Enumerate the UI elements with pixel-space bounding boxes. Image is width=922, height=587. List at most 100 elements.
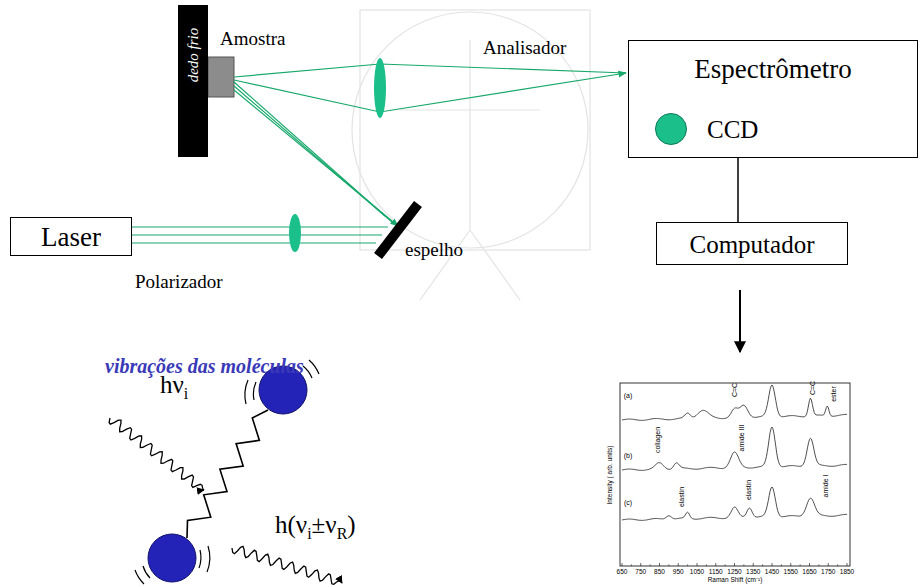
curve-label: (b)	[624, 452, 633, 459]
computer-label: Computador	[690, 232, 815, 257]
vibration-arc	[303, 366, 312, 378]
ccd-symbol	[655, 113, 687, 145]
axis-title: Raman Shift (cm⁻¹)	[708, 577, 763, 584]
tick	[631, 565, 632, 567]
tick	[687, 565, 688, 567]
tick	[753, 563, 754, 566]
spectrum-curve	[622, 487, 847, 520]
polarizer-label: Polarizador	[135, 272, 223, 291]
tick-label: 950	[673, 569, 684, 576]
beam	[234, 73, 626, 112]
tick-label: 1550	[784, 569, 798, 576]
tick-label: 1250	[727, 569, 741, 576]
tick	[743, 565, 744, 567]
symbol-text: h(ν	[275, 511, 307, 538]
chart-frame	[620, 383, 850, 566]
curve-label: (c)	[624, 499, 632, 506]
tick	[640, 563, 641, 566]
atom	[148, 534, 196, 582]
photon-energy-label: hνi	[160, 372, 188, 402]
tick	[809, 563, 810, 566]
tick	[715, 563, 716, 566]
analyzer-label: Analisador	[483, 38, 566, 57]
peak-label: C=C	[731, 383, 738, 397]
tick-label: 1650	[802, 569, 816, 576]
connector	[737, 158, 739, 222]
vibration-arc	[143, 566, 150, 578]
vibration-arc	[245, 380, 248, 404]
peak-label: amide I	[822, 475, 829, 498]
vibration-arc	[199, 550, 201, 568]
watermark	[352, 10, 590, 300]
molecule	[109, 360, 342, 584]
tick	[725, 565, 726, 567]
mirror-label: espelho	[405, 240, 463, 259]
tick	[706, 565, 707, 567]
vibration-arc	[135, 570, 144, 584]
tick	[837, 565, 838, 567]
peak-label: collagen	[654, 427, 661, 453]
cold-finger-label: dedo frio	[186, 28, 201, 83]
photon-energy-label: h(νi±νR)	[275, 512, 356, 542]
tick-label: 1050	[690, 569, 704, 576]
photon-wave	[109, 418, 204, 490]
vibration-arc	[207, 546, 210, 572]
tick	[800, 565, 801, 567]
spectrometer-box: EspectrômetroCCD	[628, 40, 918, 158]
tick	[847, 563, 848, 566]
tick	[650, 565, 651, 567]
lens	[289, 214, 301, 252]
subscript: i	[184, 385, 188, 402]
tick-label: 1850	[840, 569, 854, 576]
tick-label: 1750	[821, 569, 835, 576]
vibration-marks	[135, 360, 319, 584]
peak-label: amide III	[738, 425, 745, 452]
laser-beam	[132, 226, 388, 227]
laser-label: Laser	[41, 224, 101, 251]
tick-label: 750	[635, 569, 646, 576]
laser-beam	[132, 242, 376, 243]
tick	[678, 563, 679, 566]
watermark-figure	[400, 40, 540, 300]
cold-finger: dedo frio	[178, 5, 208, 157]
tick	[772, 563, 773, 566]
section-heading: vibrações das moléculas	[105, 356, 304, 376]
tick-label: 1450	[765, 569, 779, 576]
peak-label: C=C	[809, 381, 816, 395]
ticks	[622, 563, 847, 566]
subscript: i	[307, 525, 311, 542]
tick	[668, 565, 669, 567]
sample	[208, 57, 234, 97]
watermark-square	[360, 10, 590, 250]
tick	[697, 563, 698, 566]
vibration-arc	[253, 382, 256, 400]
tick	[818, 565, 819, 567]
spectrum-curve	[622, 427, 847, 470]
tick	[828, 563, 829, 566]
symbol-text: ±ν	[312, 511, 337, 538]
spectrometer-label: Espectrômetro	[694, 56, 851, 83]
sample-label: Amostra	[220, 29, 285, 48]
peak-label: elastin	[745, 480, 752, 500]
spectra	[622, 385, 847, 520]
laser-box: Laser	[10, 217, 132, 256]
tick	[781, 565, 782, 567]
axis-title: Intensity ( arb. units)	[607, 446, 614, 505]
tick-label: 1350	[746, 569, 760, 576]
tick-label: 850	[654, 569, 665, 576]
vibration-arc	[309, 360, 319, 374]
beam	[234, 90, 398, 226]
peak-label: ester	[830, 386, 837, 402]
photon-wave	[232, 546, 342, 584]
tick	[790, 563, 791, 566]
tick	[622, 563, 623, 566]
laser-beam	[132, 234, 382, 235]
tick	[659, 563, 660, 566]
curve-label: (a)	[624, 392, 633, 399]
tick	[734, 563, 735, 566]
symbol-text: )	[347, 511, 355, 538]
subscript: R	[337, 525, 348, 542]
down-arrow	[739, 290, 741, 352]
peak-label: elastin	[678, 487, 685, 507]
spring	[187, 410, 268, 538]
